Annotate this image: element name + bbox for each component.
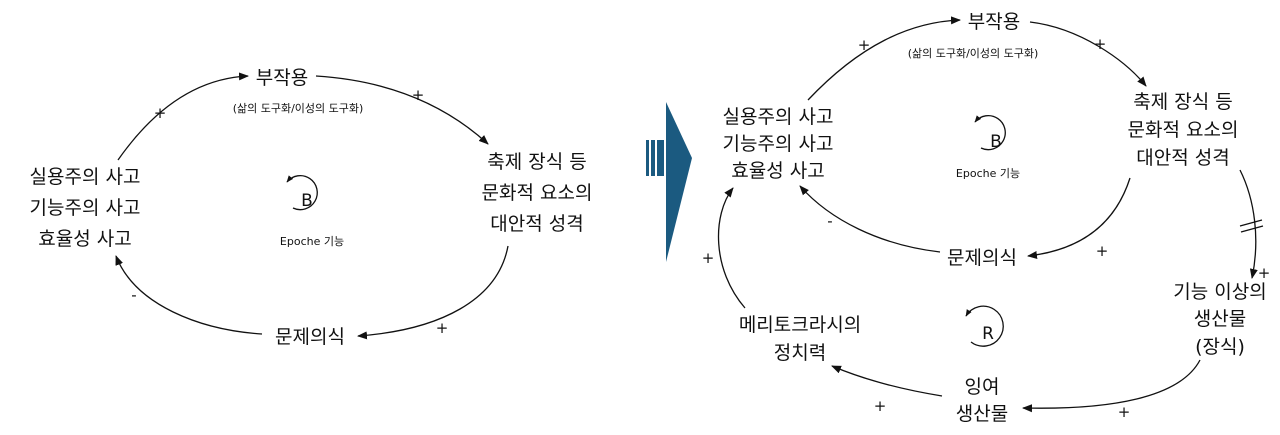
sign-plus: + bbox=[1118, 403, 1131, 421]
sign-minus: - bbox=[827, 212, 832, 230]
node-meritocracy-line1: 메리토크라시의 bbox=[739, 314, 861, 336]
node-surplus-line1: 잉여 bbox=[965, 376, 1000, 398]
sign-minus: - bbox=[131, 286, 136, 304]
sign-plus: + bbox=[702, 249, 715, 267]
balancing-loop-icon: B bbox=[286, 175, 318, 211]
node-festival-line1: 축제 장식 등 bbox=[487, 151, 586, 173]
node-pragmatic-line3: 효율성 사고 bbox=[38, 228, 131, 250]
edge-awareness-to-pragmatic bbox=[799, 185, 941, 253]
balancing-loop-icon: B bbox=[974, 115, 1006, 152]
node-festival-line3: 대안적 성격 bbox=[1136, 147, 1229, 169]
edge-sideeffect-to-festival bbox=[1029, 21, 1147, 87]
node-side-effect: 부작용 bbox=[968, 11, 1020, 33]
node-side-effect-note: (삶의 도구화/이성의 도구화) bbox=[233, 102, 364, 115]
node-pragmatic-line2: 기능주의 사고 bbox=[723, 133, 834, 155]
edge-beyond-to-surplus bbox=[1022, 359, 1201, 413]
loop-caption: Epoche 기능 bbox=[956, 167, 1020, 180]
left-diagram: 부작용 (삶의 도구화/이성의 도구화) 실용주의 사고 기능주의 사고 효율성… bbox=[30, 67, 593, 348]
edge-festival-to-awareness bbox=[357, 245, 509, 340]
node-pragmatic-line2: 기능주의 사고 bbox=[30, 197, 141, 219]
edge-pragmatic-to-sideeffect bbox=[807, 16, 961, 101]
delay-mark bbox=[1239, 219, 1264, 233]
edge-sideeffect-to-festival bbox=[315, 75, 489, 145]
edge-surplus-to-meritocracy bbox=[831, 365, 943, 397]
node-pragmatic-line1: 실용주의 사고 bbox=[30, 166, 141, 188]
transition-arrow-icon bbox=[646, 102, 692, 262]
loop-letter: B bbox=[990, 132, 1002, 152]
node-festival-line3: 대안적 성격 bbox=[490, 213, 583, 235]
sign-plus: + bbox=[1096, 242, 1109, 260]
loop-letter: B bbox=[301, 191, 313, 211]
node-side-effect: 부작용 bbox=[256, 67, 308, 89]
edge-festival-to-awareness bbox=[1027, 177, 1131, 259]
sign-plus: + bbox=[874, 397, 887, 415]
node-festival-line2: 문화적 요소의 bbox=[482, 182, 593, 204]
node-pragmatic-line3: 효율성 사고 bbox=[731, 160, 824, 182]
right-diagram: 부작용 (삶의 도구화/이성의 도구화) 실용주의 사고 기능주의 사고 효율성… bbox=[702, 11, 1271, 425]
sign-plus: + bbox=[1258, 264, 1271, 282]
sign-plus: + bbox=[436, 319, 449, 337]
node-beyond-line2: 생산물 bbox=[1194, 308, 1246, 330]
edge-pragmatic-to-sideeffect bbox=[117, 72, 249, 161]
reinforcing-loop-icon: R bbox=[965, 305, 1004, 347]
edge-festival-to-beyond bbox=[1239, 169, 1258, 279]
node-awareness: 문제의식 bbox=[947, 247, 1017, 269]
node-surplus-line2: 생산물 bbox=[956, 403, 1008, 425]
edge-meritocracy-to-pragmatic bbox=[717, 187, 746, 309]
loop-caption: Epoche 기능 bbox=[280, 235, 344, 248]
node-festival-line2: 문화적 요소의 bbox=[1128, 119, 1239, 141]
sign-plus: + bbox=[412, 86, 425, 104]
loop-letter: R bbox=[982, 324, 994, 344]
node-side-effect-note: (삶의 도구화/이성의 도구화) bbox=[908, 47, 1039, 60]
node-awareness: 문제의식 bbox=[275, 326, 345, 348]
node-meritocracy-line2: 정치력 bbox=[774, 342, 826, 364]
node-beyond-line1: 기능 이상의 bbox=[1173, 281, 1266, 303]
node-beyond-line3: (장식) bbox=[1195, 336, 1245, 358]
node-festival-line1: 축제 장식 등 bbox=[1133, 91, 1232, 113]
sign-plus: + bbox=[858, 36, 871, 54]
node-pragmatic-line1: 실용주의 사고 bbox=[723, 106, 834, 128]
edge-awareness-to-pragmatic bbox=[115, 255, 263, 335]
sign-plus: + bbox=[154, 104, 167, 122]
sign-plus: + bbox=[1094, 35, 1107, 53]
